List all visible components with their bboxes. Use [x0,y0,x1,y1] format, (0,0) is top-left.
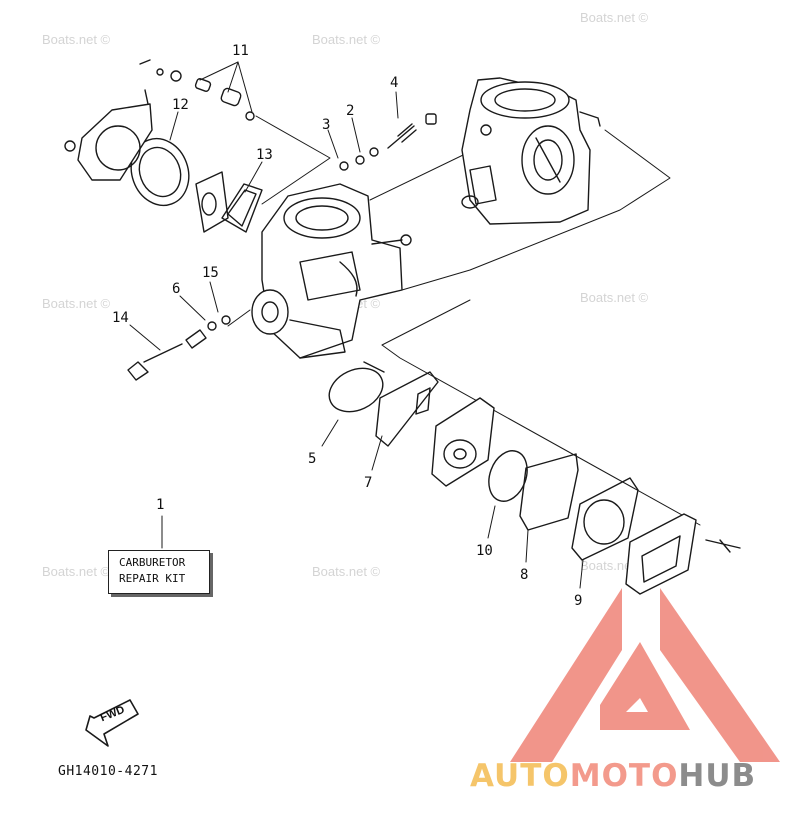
watermark: Boats.net © [580,290,649,305]
callout-3: 3 [322,117,331,133]
fwd-arrow-icon [85,699,139,747]
gasket-8 [519,453,579,531]
callout-7: 7 [364,475,373,491]
fittings-11 [139,59,255,121]
callout-1: 1 [156,497,165,513]
callout-5: 5 [308,451,317,467]
diaphragm-housing [195,171,229,233]
callout-12: 12 [172,97,189,113]
callout-15: 15 [202,265,219,281]
logo-hub: HUB [678,758,757,794]
pump-body [431,397,495,487]
callout-14: 14 [112,310,129,326]
diaphragm-10 [488,450,528,502]
watermark: Boats.net © [312,564,381,579]
repair-kit-line1: CARBURETOR [119,556,186,569]
diaphragm-5 [328,361,385,413]
callout-2: 2 [346,103,355,119]
callout-11: 11 [232,43,249,59]
gasket-13 [221,183,263,233]
diaphragm-12 [130,137,190,207]
logo-wordmark: AUTOMOTOHUB [470,758,756,794]
repair-kit-box: CARBURETOR REPAIR KIT [108,550,210,594]
callout-9: 9 [574,593,583,609]
callout-13: 13 [256,147,273,163]
logo-auto: AUTO [470,758,570,794]
pilot-screw-4 [339,113,437,171]
watermark: Boats.net © [580,10,649,25]
leader-lines [129,61,701,589]
carburetor-body-rear [461,77,601,225]
watermark: Boats.net © [42,564,111,579]
pump-cover [625,513,741,595]
callout-6: 6 [172,281,181,297]
cover-plate [64,103,153,181]
watermark: Boats.net © [42,32,111,47]
logo-triangle [510,588,780,762]
watermark: Boats.net © [42,296,111,311]
callout-10: 10 [476,543,493,559]
logo-moto: MOTO [569,758,679,794]
adjuster-14 [127,315,231,381]
callout-8: 8 [520,567,529,583]
callout-4: 4 [390,75,399,91]
watermark: Boats.net © [312,32,381,47]
gasket-7 [375,371,439,447]
gasket-9 [571,477,639,561]
repair-kit-line2: REPAIR KIT [119,572,186,585]
part-code: GH14010-4271 [58,764,158,779]
carburetor-body [251,183,412,359]
